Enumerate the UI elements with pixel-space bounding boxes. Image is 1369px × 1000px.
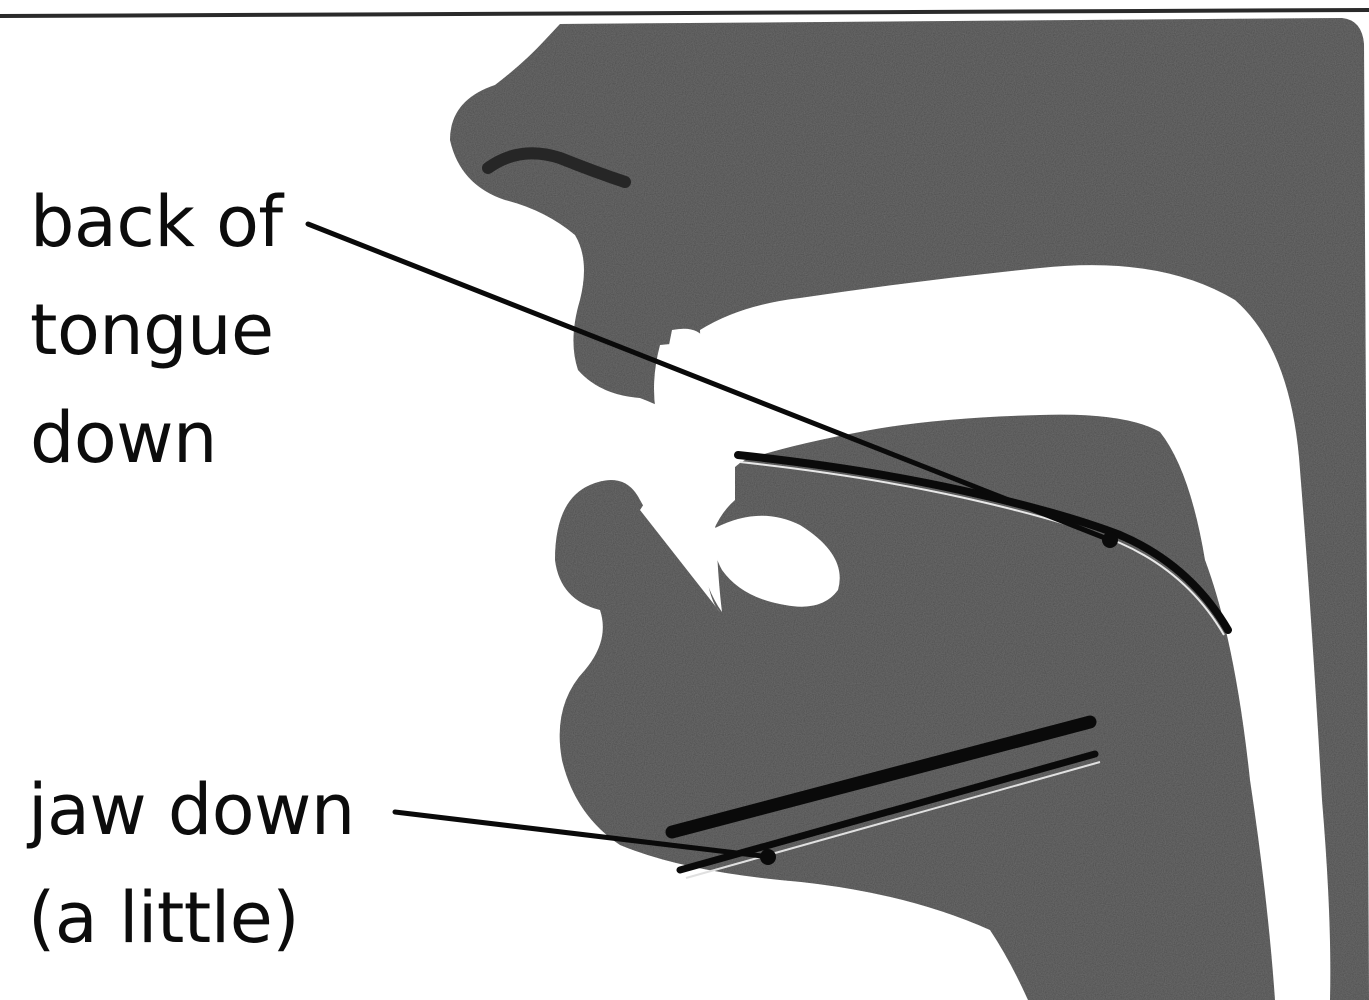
top-border: [0, 10, 1369, 16]
label-line: back of: [30, 168, 283, 276]
label-line: (a little): [28, 864, 355, 972]
label-line: tongue: [30, 276, 283, 384]
label-jaw-down: jaw down (a little): [28, 756, 355, 972]
tongue-pointer-dot: [1102, 532, 1118, 548]
label-back-of-tongue-down: back of tongue down: [30, 168, 283, 492]
label-line: down: [30, 384, 283, 492]
jaw-pointer-dot: [760, 849, 776, 865]
label-line: jaw down: [28, 756, 355, 864]
